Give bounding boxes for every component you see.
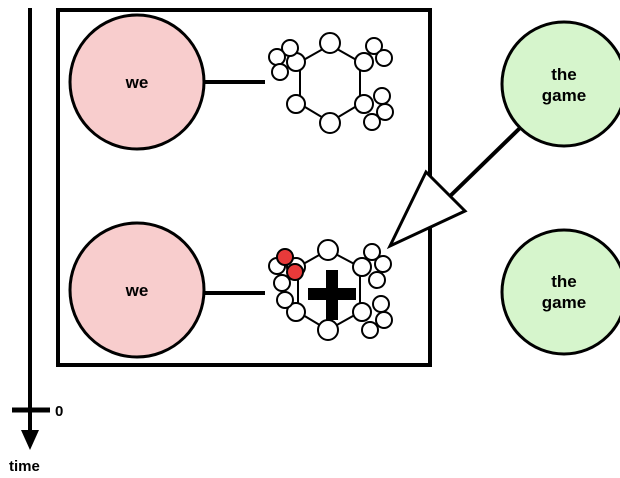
molecule-top-atom xyxy=(375,49,393,67)
we-node-bottom-circle xyxy=(68,221,206,359)
molecule-top-atom xyxy=(365,37,383,55)
molecule-bottom-atom xyxy=(374,255,392,273)
molecule-top xyxy=(268,32,394,134)
molecule-bottom-atom xyxy=(352,302,372,322)
molecule-top-atom xyxy=(271,63,289,81)
molecule-top-atom xyxy=(354,52,374,72)
game-node-bottom-label-line2: game xyxy=(542,293,586,312)
molecule-top-ring xyxy=(299,43,361,124)
molecule-bottom-atom xyxy=(286,302,306,322)
highlight-atom xyxy=(286,263,304,281)
time-axis: 0 time xyxy=(9,8,63,475)
influence-arrow-shaft xyxy=(442,126,522,204)
molecule-top-atom xyxy=(376,103,394,121)
we-node-bottom-label: we xyxy=(125,281,149,300)
molecule-bottom-atom xyxy=(276,291,294,309)
time-axis-label: time xyxy=(9,458,40,475)
highlight-atom xyxy=(276,248,294,266)
game-node-top-label-line1: the xyxy=(551,65,577,84)
molecule-top-atom xyxy=(319,112,341,134)
molecule-bottom-atom xyxy=(273,274,291,292)
we-node-top-label: we xyxy=(125,73,149,92)
game-node-bottom: the game xyxy=(500,228,620,356)
game-node-top: the game xyxy=(500,20,620,148)
molecule-top-atom xyxy=(363,113,381,131)
molecule-bottom-atom xyxy=(361,321,379,339)
molecule-top-atom xyxy=(268,48,286,66)
molecule-bottom xyxy=(268,239,393,341)
molecule-bottom-atom xyxy=(375,311,393,329)
molecule-top-atom xyxy=(319,32,341,54)
molecule-bottom-atom xyxy=(363,243,381,261)
game-node-top-circle xyxy=(500,20,620,148)
time-axis-arrowhead xyxy=(21,430,39,450)
molecule-bottom-atom xyxy=(317,319,339,341)
plus-icon-horizontal xyxy=(308,288,356,300)
molecule-top-atom xyxy=(281,39,299,57)
we-node-top: we xyxy=(68,13,206,151)
molecule-top-atom xyxy=(354,94,374,114)
molecule-bottom-atom xyxy=(372,295,390,313)
molecule-bottom-atom xyxy=(368,271,386,289)
influence-arrow xyxy=(386,126,522,250)
influence-arrow-head xyxy=(386,169,468,250)
molecule-bottom-atom xyxy=(317,239,339,261)
molecule-top-atom xyxy=(286,94,306,114)
molecule-top-atom xyxy=(373,87,391,105)
time-zero-label: 0 xyxy=(55,403,63,420)
game-node-bottom-circle xyxy=(500,228,620,356)
game-node-bottom-label-line1: the xyxy=(551,272,577,291)
game-node-top-label-line2: game xyxy=(542,86,586,105)
molecule-bottom-atom xyxy=(352,257,372,277)
we-node-bottom: we xyxy=(68,221,206,359)
